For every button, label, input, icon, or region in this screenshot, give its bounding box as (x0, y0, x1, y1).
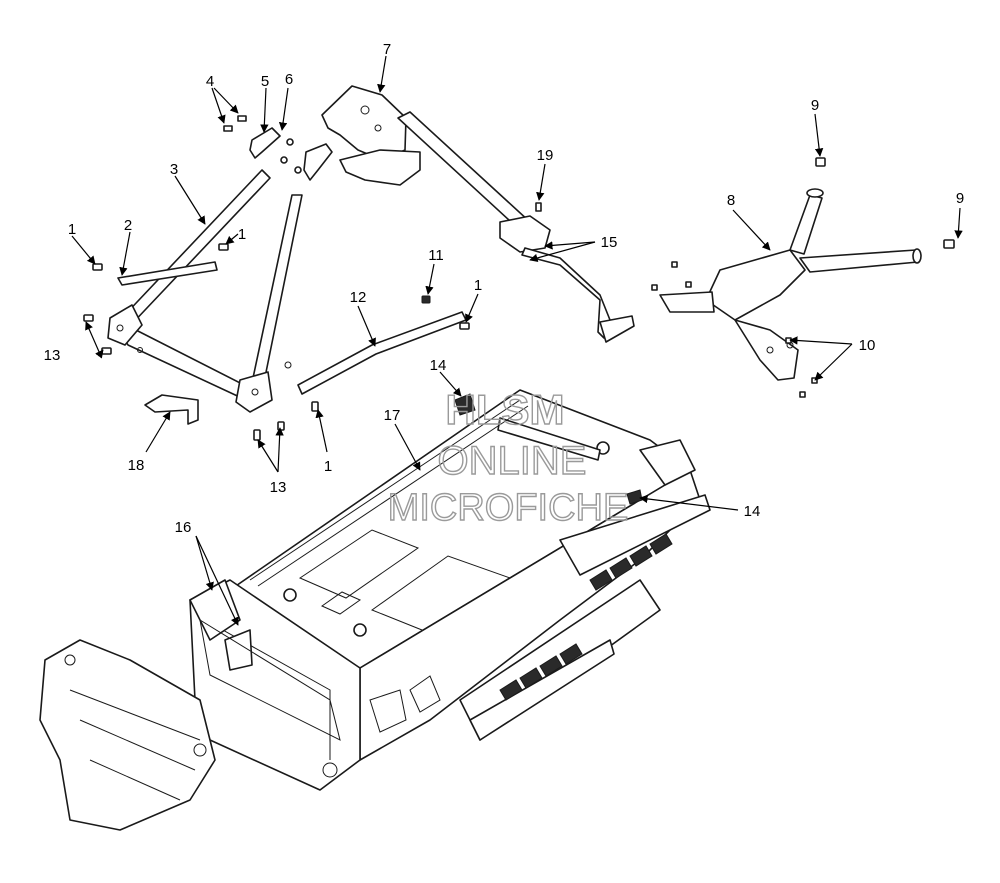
watermark-line2: ONLINE (438, 439, 587, 483)
callout-1-d: 1 (324, 458, 332, 475)
part-3-left-frame (107, 169, 303, 413)
callout-6: 6 (285, 71, 293, 88)
part-8-steering-assembly (651, 157, 955, 398)
left-fasteners (83, 243, 470, 441)
callout-4: 4 (206, 73, 214, 90)
callout-18: 18 (128, 457, 145, 474)
callout-14-a: 14 (430, 357, 447, 374)
callout-5: 5 (261, 73, 269, 90)
callout-9-b: 9 (956, 190, 964, 207)
part-17-chassis (39, 389, 711, 831)
part-12-rod (297, 311, 467, 395)
watermark-line1: HLSM (446, 386, 565, 433)
callout-labels: 1 2 3 4 5 6 7 8 9 9 10 11 12 13 13 14 14… (44, 41, 965, 536)
callout-8: 8 (727, 192, 735, 209)
callout-13-a: 13 (44, 347, 61, 364)
callout-2: 2 (124, 217, 132, 234)
callout-9-a: 9 (811, 97, 819, 114)
callout-17: 17 (384, 407, 401, 424)
callout-1-c: 1 (474, 277, 482, 294)
callout-11: 11 (428, 247, 444, 264)
watermark: HLSM ONLINE MICROFICHE (387, 385, 629, 529)
callout-7: 7 (383, 41, 391, 58)
callout-3: 3 (170, 161, 178, 178)
watermark-line3: MICROFICHE (388, 487, 629, 529)
part-18-bracket (144, 394, 199, 425)
callout-10: 10 (859, 337, 876, 354)
callout-1-b: 1 (238, 226, 246, 243)
part-7-steering-frame (321, 85, 635, 343)
callout-13-b: 13 (270, 479, 287, 496)
callout-16: 16 (175, 519, 192, 536)
callout-15: 15 (601, 234, 618, 251)
callout-14-b: 14 (744, 503, 761, 520)
leader-lines (71, 55, 963, 626)
callout-19: 19 (537, 147, 554, 164)
callout-12: 12 (350, 289, 367, 306)
parts-4-5-6-hinges (223, 115, 333, 181)
callout-1-a: 1 (68, 221, 76, 238)
